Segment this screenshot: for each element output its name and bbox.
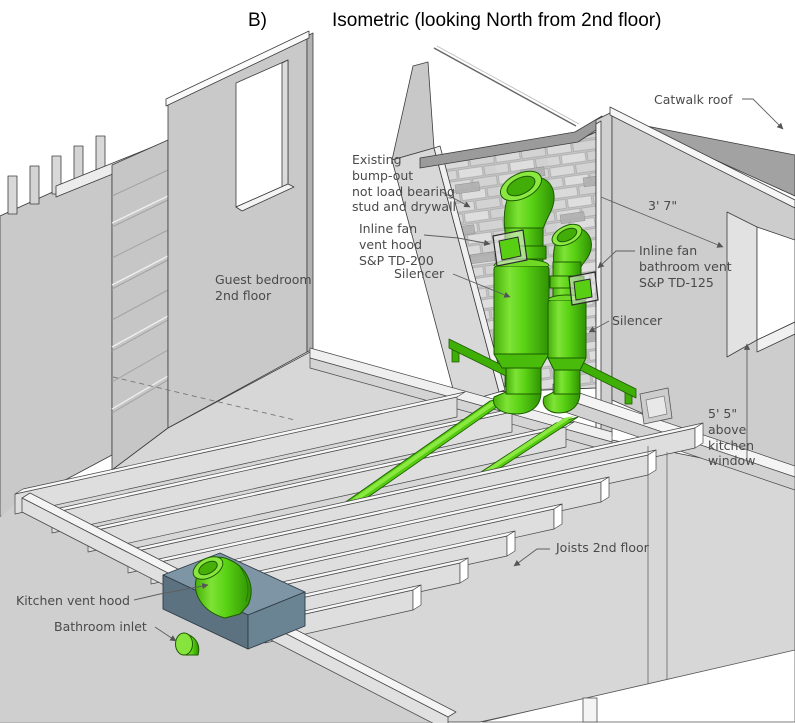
page-title: Isometric (looking North from 2nd floor) bbox=[332, 10, 662, 31]
inline-fan-td125 bbox=[542, 223, 599, 414]
far-roof-edge bbox=[433, 45, 580, 127]
td200-clamp bbox=[492, 229, 528, 267]
leader-catwalk-roof bbox=[742, 98, 784, 130]
td125-lower-elbow bbox=[542, 391, 581, 414]
title-prefix: B) bbox=[248, 10, 267, 31]
siding-wall-edge bbox=[111, 139, 169, 471]
joists-south bbox=[127, 422, 704, 644]
dim-line-3-7 bbox=[600, 196, 724, 248]
leader-joists bbox=[513, 548, 550, 567]
leader-lines bbox=[133, 98, 784, 642]
inline-fan-td200 bbox=[492, 170, 555, 415]
leader-silencer-left bbox=[452, 273, 511, 298]
leader-bathroom-inlet bbox=[154, 626, 177, 642]
lower-right-wall bbox=[481, 387, 795, 723]
right-gable-wall bbox=[609, 106, 795, 481]
leader-kitchen-hood bbox=[133, 582, 209, 601]
guest-bedroom-window bbox=[235, 59, 295, 212]
leader-td200 bbox=[423, 234, 491, 247]
kitchen-hood-elbow bbox=[192, 556, 252, 619]
bathroom-inlet-stub bbox=[175, 632, 200, 656]
td125-silencer bbox=[547, 299, 587, 361]
leader-bumpout bbox=[441, 191, 471, 208]
td200-silencer bbox=[493, 265, 550, 357]
leader-td125 bbox=[597, 250, 635, 269]
guest-bedroom-wall bbox=[165, 30, 314, 429]
right-window bbox=[726, 211, 795, 358]
td125-clamp bbox=[568, 271, 599, 306]
hidden-duct-dashed-line bbox=[112, 376, 296, 421]
td200-lower-elbow bbox=[492, 391, 542, 415]
leader-silencer-right bbox=[588, 320, 610, 333]
